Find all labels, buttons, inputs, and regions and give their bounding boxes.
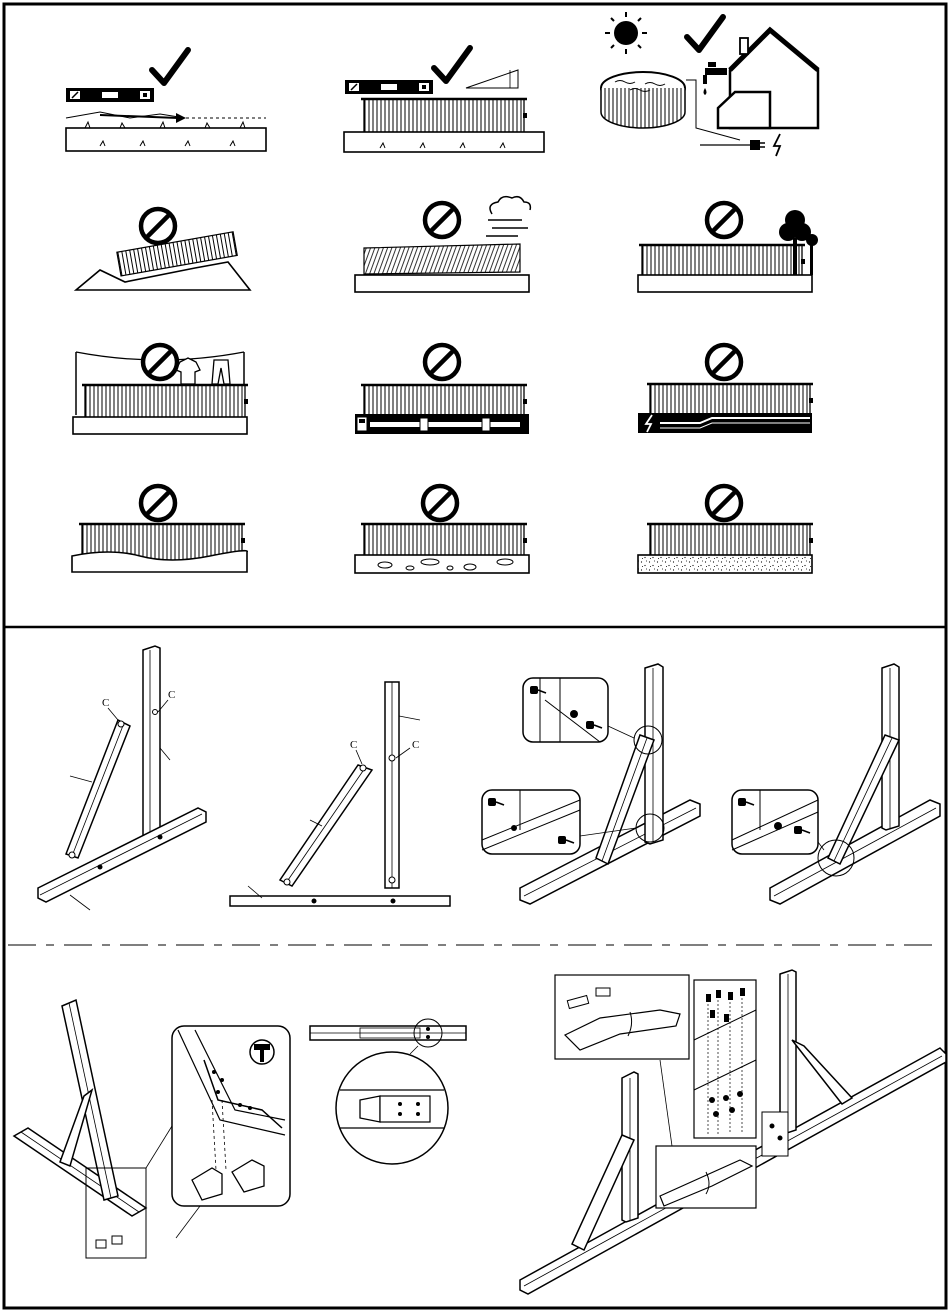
prohibited-icon xyxy=(425,203,459,237)
prohibited-icon xyxy=(707,345,741,379)
gas-pump-icon xyxy=(357,417,367,431)
trousers-icon xyxy=(212,360,230,384)
step-finished-frame xyxy=(732,664,940,904)
frame-assembly xyxy=(770,664,940,904)
clip-group xyxy=(762,1112,788,1156)
detail-inset-joint xyxy=(656,1146,756,1208)
prohibited-icon xyxy=(141,209,175,243)
detail-inset-sleeve xyxy=(555,975,689,1059)
panel-sandy-ground xyxy=(638,486,813,573)
panel-sunny-near-water-power xyxy=(601,12,818,156)
step-beam-insert xyxy=(310,1019,466,1164)
upright-post xyxy=(385,682,399,888)
panel-over-electric-cable xyxy=(638,345,813,433)
step-mount-connectors xyxy=(14,1000,290,1258)
connector-clip xyxy=(96,1236,122,1248)
plug-icon xyxy=(700,134,780,156)
detail-inset xyxy=(732,790,818,854)
panel-stony-ground xyxy=(355,486,529,573)
panel-windy-tilted xyxy=(355,197,530,292)
panel-on-slope xyxy=(76,209,250,290)
panel-under-trees xyxy=(638,203,818,292)
water-tap-icon xyxy=(704,62,728,95)
spirit-level-icon xyxy=(66,88,154,102)
house-icon xyxy=(718,30,818,128)
panel-over-gas-pipe xyxy=(355,345,529,434)
prohibited-icon xyxy=(423,486,457,520)
part-label-c: C xyxy=(102,697,109,709)
panel-under-clothesline xyxy=(73,345,248,434)
base-rail xyxy=(310,1026,466,1040)
check-mark-icon xyxy=(152,50,188,83)
detail-inset-top xyxy=(523,678,608,742)
prohibited-icon xyxy=(425,345,459,379)
round-pool-icon xyxy=(601,72,685,128)
step-pin-alignment: C C xyxy=(230,682,450,906)
part-label-c: C xyxy=(412,739,419,751)
spirit-level-icon xyxy=(345,80,433,94)
wind-cloud-icon xyxy=(486,197,530,236)
panel-uneven-ground xyxy=(72,486,247,572)
part-label-c: C xyxy=(350,739,357,751)
sun-icon xyxy=(605,12,647,54)
base-rail xyxy=(38,808,206,902)
prohibited-icon xyxy=(707,486,741,520)
step-parts-layout: C C xyxy=(38,646,206,910)
screw-detail-icon xyxy=(250,1040,274,1064)
diagonal-brace xyxy=(280,765,372,886)
upright-post xyxy=(143,646,160,838)
prohibited-icon xyxy=(141,486,175,520)
shirt-icon xyxy=(176,358,200,384)
check-mark-icon xyxy=(687,17,723,50)
step-bolt-frame xyxy=(482,664,700,904)
detail-inset-bottom xyxy=(482,790,580,854)
detail-inset xyxy=(336,1052,448,1164)
check-mark-icon xyxy=(434,48,470,81)
panel-level-ground xyxy=(66,50,266,151)
base-rail xyxy=(230,896,450,906)
detail-inset-bolts xyxy=(694,980,756,1138)
panel-level-pool-wall xyxy=(344,48,544,152)
part-label-c: C xyxy=(168,689,175,701)
prohibited-icon xyxy=(707,203,741,237)
step-beam-joint xyxy=(520,970,946,1294)
prohibited-icon xyxy=(143,345,177,379)
frame-assembly xyxy=(14,1000,146,1216)
diagonal-brace xyxy=(66,720,130,858)
